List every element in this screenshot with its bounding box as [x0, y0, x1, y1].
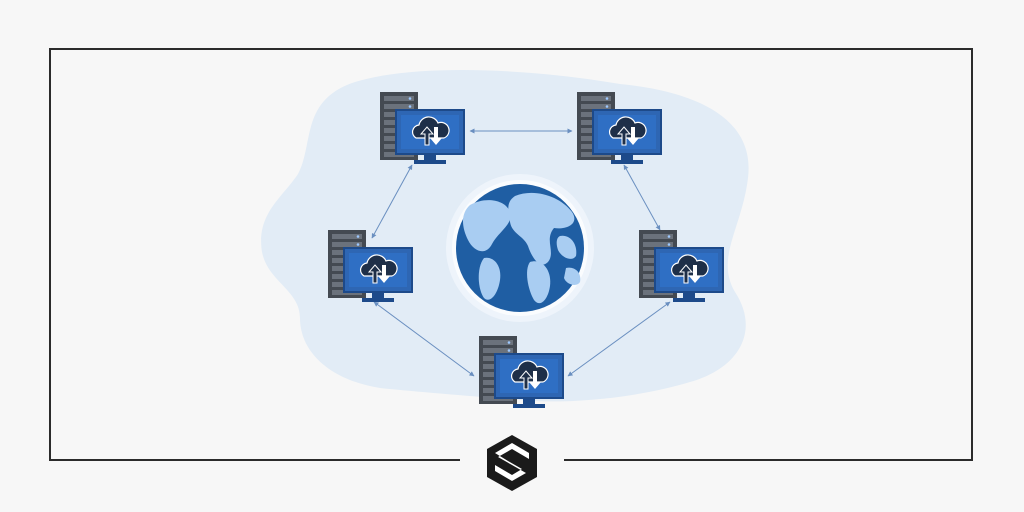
globe-icon: [446, 174, 594, 322]
connection-lines: [371, 128, 671, 377]
connection-mid-left-top-left: [371, 164, 413, 239]
connection-top-right-mid-right: [623, 164, 661, 231]
connection-bottom-mid-left: [373, 301, 475, 377]
brand-hexagon-logo: [487, 435, 537, 491]
connection-mid-right-bottom: [567, 301, 671, 377]
